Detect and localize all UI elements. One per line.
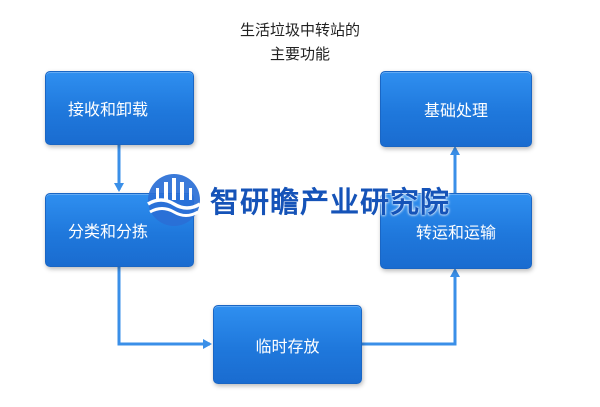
arrow-sort-to-temp: [117, 267, 212, 349]
node-basic-processing-label: 基础处理: [423, 101, 488, 120]
node-transport-label: 转运和运输: [415, 223, 496, 242]
title-line-2: 主要功能: [269, 45, 330, 63]
node-receive-unload: 接收和卸载: [45, 71, 194, 145]
title-line-1: 生活垃圾中转站的: [239, 21, 360, 39]
node-temp-storage: 临时存放: [213, 305, 362, 384]
node-sort-label: 分类和分拣: [68, 222, 149, 241]
watermark-text: 智研瞻产业研究院: [210, 185, 451, 219]
watermark: 智研瞻产业研究院: [142, 172, 450, 228]
node-sort: 分类和分拣: [45, 193, 194, 267]
watermark-logo-icon: [147, 174, 201, 226]
arrow-temp-to-transport: [360, 268, 460, 346]
node-basic-processing: 基础处理: [380, 71, 532, 147]
node-transport: 转运和运输: [380, 193, 532, 269]
node-temp-storage-label: 临时存放: [255, 336, 320, 356]
node-receive-label: 接收和卸载: [68, 100, 149, 119]
diagram-title: 生活垃圾中转站的 主要功能: [200, 18, 400, 66]
